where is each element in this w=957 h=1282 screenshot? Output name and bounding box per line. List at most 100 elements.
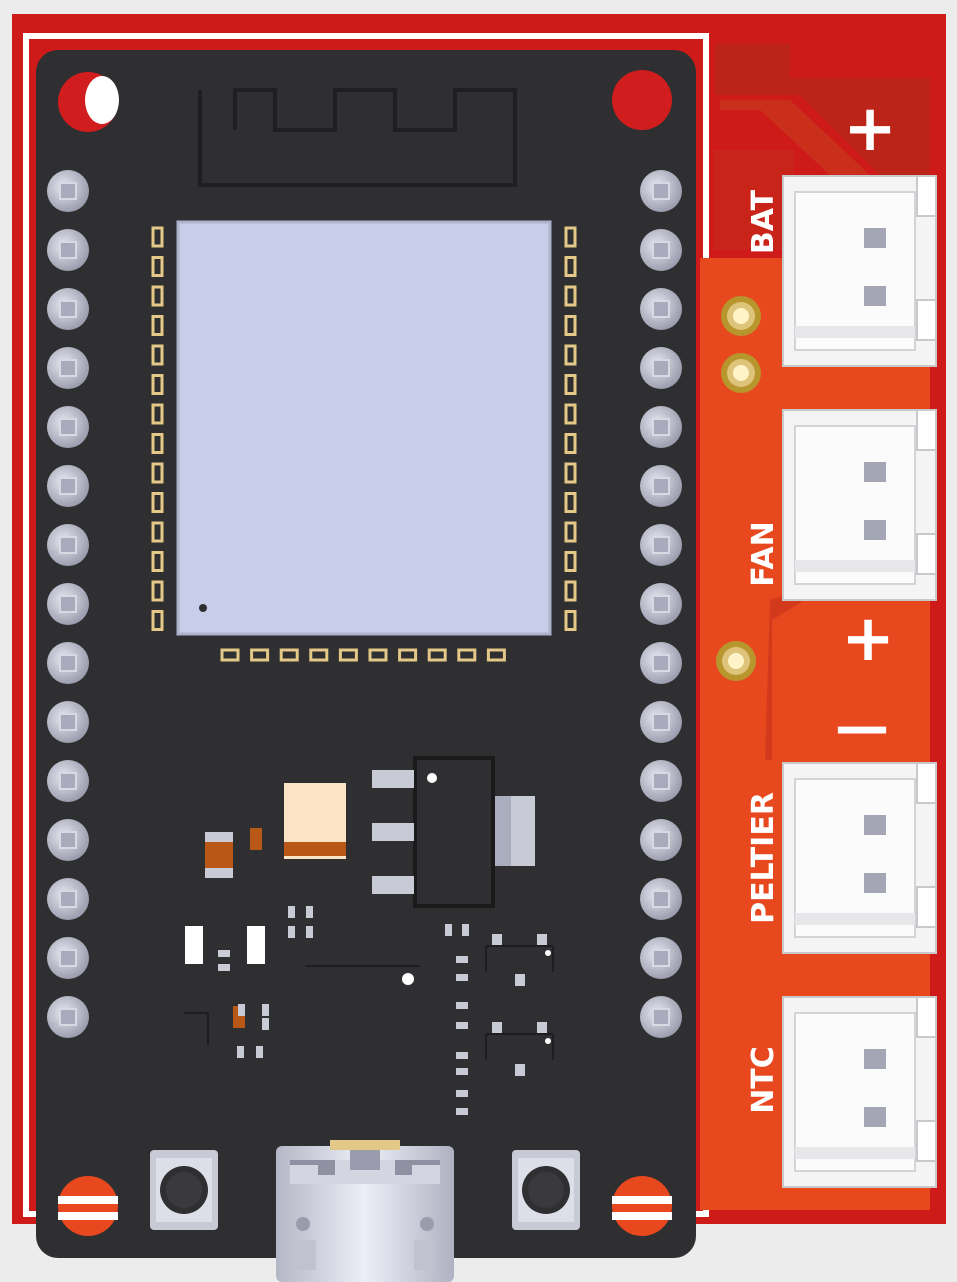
castellated-pad <box>151 521 164 543</box>
tactile-button-icon[interactable] <box>150 1150 218 1230</box>
header-pin <box>640 288 682 330</box>
castellated-pad <box>151 551 164 572</box>
castellated-pad <box>151 315 164 336</box>
smd-pad <box>456 956 468 963</box>
castellated-pad <box>151 403 164 425</box>
castellated-pad <box>338 648 358 662</box>
castellated-pad <box>309 648 329 662</box>
connector-pin <box>864 1107 886 1127</box>
peltier-label: PELTIER <box>746 792 781 924</box>
diode-pad <box>185 926 203 964</box>
header-pin <box>640 937 682 979</box>
connector-pin <box>864 1049 886 1069</box>
tactile-button-icon[interactable] <box>512 1150 580 1230</box>
smd-resistor-cap <box>205 868 233 878</box>
peltier-connector[interactable] <box>782 762 937 954</box>
castellated-pad <box>564 610 577 631</box>
smd-pad <box>288 926 295 938</box>
header-pin <box>640 465 682 507</box>
castellated-pad <box>279 648 299 662</box>
castellated-pad <box>250 648 270 662</box>
header-pin <box>47 170 89 212</box>
bat-label: BAT <box>746 189 781 254</box>
header-pin <box>47 937 89 979</box>
header-pin <box>640 170 682 212</box>
smd-pad <box>445 924 452 936</box>
castellated-pad <box>151 492 164 513</box>
header-pin <box>47 878 89 920</box>
smd-pad <box>262 1004 269 1016</box>
connector-pin <box>864 815 886 835</box>
micro-usb-port-icon[interactable] <box>276 1140 454 1282</box>
castellated-pad <box>564 374 577 395</box>
castellated-pad <box>398 648 418 662</box>
connector-pin <box>864 520 886 540</box>
pin1-marker <box>199 604 207 612</box>
smd-resistor-small <box>250 828 262 850</box>
mounting-hole-icon <box>58 70 672 1236</box>
smd-pad <box>306 926 313 938</box>
castellated-pad <box>151 344 164 366</box>
module-castellated-pads <box>151 226 577 662</box>
castellated-pad <box>220 648 240 662</box>
copper-trace-strip <box>714 150 794 250</box>
transistor-1 <box>485 934 554 986</box>
castellated-pad <box>564 580 577 602</box>
castellated-pad <box>564 285 577 307</box>
smd-pad <box>456 1108 468 1115</box>
header-pin <box>640 406 682 448</box>
header-pin <box>47 465 89 507</box>
copper-trace-fan <box>765 590 930 760</box>
header-pin <box>640 229 682 271</box>
castellated-pad <box>564 433 577 454</box>
connector-pin <box>864 462 886 482</box>
smd-passives <box>218 906 469 1115</box>
header-pins-right <box>640 170 682 1038</box>
fan-label: FAN <box>746 521 781 586</box>
ntc-connector[interactable] <box>782 996 937 1188</box>
antenna-trace-icon <box>198 88 517 187</box>
plus-label-top: + <box>843 92 897 166</box>
copper-trace-top <box>715 44 930 175</box>
smd-pad <box>218 950 230 957</box>
smd-pad <box>288 906 295 918</box>
header-pin <box>640 642 682 684</box>
smd-pad <box>237 1046 244 1058</box>
smd-pad <box>306 906 313 918</box>
castellated-pad <box>151 610 164 631</box>
header-pin <box>47 642 89 684</box>
header-pin <box>47 406 89 448</box>
rf-shield <box>176 220 552 636</box>
header-pin <box>640 347 682 389</box>
smd-pad <box>238 1004 245 1016</box>
castellated-pad <box>564 315 577 336</box>
castellated-pad <box>151 256 164 277</box>
castellated-pad <box>486 648 506 662</box>
smd-pad <box>456 1090 468 1097</box>
connector-pin <box>864 286 886 306</box>
castellated-pad <box>151 462 164 484</box>
chip-dot <box>402 973 414 985</box>
voltage-regulator <box>372 756 535 908</box>
tantalum-capacitor-band <box>284 842 346 856</box>
castellated-pad <box>368 648 388 662</box>
header-pin <box>47 819 89 861</box>
header-pin <box>640 701 682 743</box>
smd-pad <box>456 1068 468 1075</box>
smd-pad <box>218 964 230 971</box>
castellated-pad <box>427 648 447 662</box>
smd-pad <box>456 1002 468 1009</box>
header-pin <box>640 524 682 566</box>
fan-connector[interactable] <box>782 409 937 601</box>
connector-pin <box>864 228 886 248</box>
via-holes <box>716 296 761 681</box>
header-pin <box>640 583 682 625</box>
header-pin <box>47 288 89 330</box>
minus-label-mid: — <box>835 695 889 758</box>
header-pin <box>640 996 682 1038</box>
castellated-pad <box>564 226 577 248</box>
castellated-pad <box>151 433 164 454</box>
castellated-pad <box>564 256 577 277</box>
bat-connector[interactable] <box>782 175 937 367</box>
